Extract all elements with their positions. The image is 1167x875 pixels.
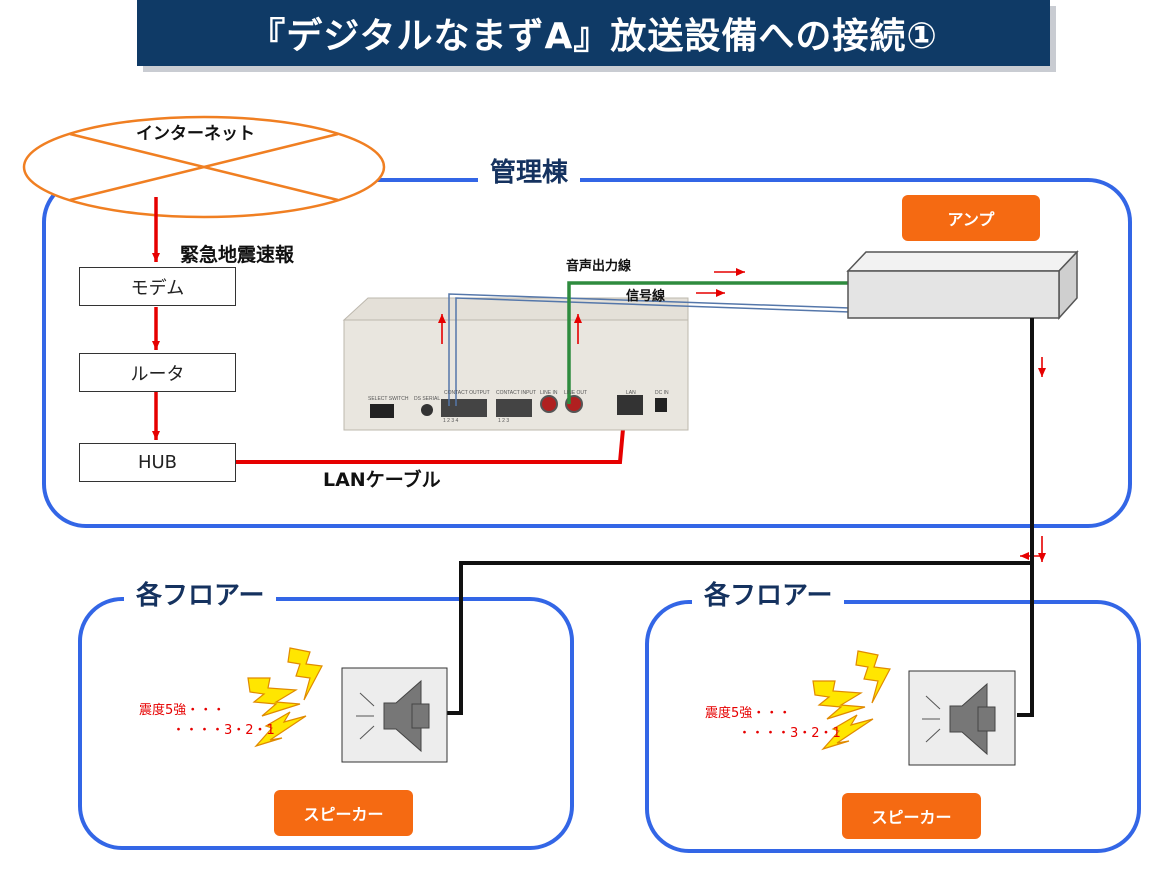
lan-cable-label: LANケーブル <box>323 469 441 491</box>
lan-cable-line <box>236 417 626 464</box>
title-bar: 『デジタルなまずA』放送設備への接続① <box>137 0 1050 66</box>
floor-label-right: 各フロアー <box>692 581 845 611</box>
contact-output-label: CONTACT OUTPUT <box>444 390 490 396</box>
internet-label: インターネット <box>136 124 255 144</box>
page-title: 『デジタルなまずA』放送設備への接続① <box>249 16 938 57</box>
floor-label-left: 各フロアー <box>124 581 277 611</box>
speaker-left <box>341 667 448 763</box>
internet-cloud <box>22 115 386 219</box>
floor-region-right <box>645 600 1141 853</box>
hub-box: HUB <box>79 443 236 482</box>
router-box: ルータ <box>79 353 236 392</box>
contact-input-label: CONTACT INPUT <box>496 390 537 396</box>
signal-line-label: 信号線 <box>626 289 666 304</box>
speaker-label-left: スピーカー <box>274 790 413 836</box>
seismic-text-left-2: ・・・・3・2・1 <box>172 723 275 738</box>
amp-label: アンプ <box>902 195 1040 241</box>
seismic-text-left-1: 震度5強・・・ <box>139 703 226 718</box>
earthquake-alert-label: 緊急地震速報 <box>180 244 295 266</box>
floor-region-left <box>78 597 574 850</box>
management-building-label: 管理棟 <box>478 158 581 188</box>
signal-lines <box>448 293 851 406</box>
select-switch-label: SELECT SWITCH <box>368 396 409 402</box>
audio-output-label: 音声出力線 <box>566 259 632 274</box>
input-numbers-label: 1 2 3 <box>498 418 510 424</box>
dc-in-label: DC IN <box>655 390 669 396</box>
amplifier <box>846 250 1079 320</box>
direction-arrows <box>438 268 1046 562</box>
device-panel-labels: SELECT SWITCH DS SERIAL CONTACT OUTPUT C… <box>344 386 688 426</box>
speaker-right <box>908 670 1016 766</box>
lan-port-label: LAN <box>626 390 636 396</box>
lightning-icons-left <box>247 647 323 748</box>
speaker-label-right: スピーカー <box>842 793 981 839</box>
audio-output-line <box>567 281 849 404</box>
output-numbers-label: 1 2 3 4 <box>443 418 459 424</box>
lightning-icons-right <box>812 650 891 751</box>
modem-box: モデム <box>79 267 236 306</box>
line-out-label: LINE OUT <box>564 390 588 396</box>
line-in-label: LINE IN <box>540 390 558 396</box>
seismic-text-right-1: 震度5強・・・ <box>705 706 792 721</box>
ds-serial-label: DS SERIAL <box>414 396 441 402</box>
seismic-text-right-2: ・・・・3・2・1 <box>738 726 841 741</box>
speaker-cable <box>447 318 1034 717</box>
management-building-region <box>42 178 1132 528</box>
